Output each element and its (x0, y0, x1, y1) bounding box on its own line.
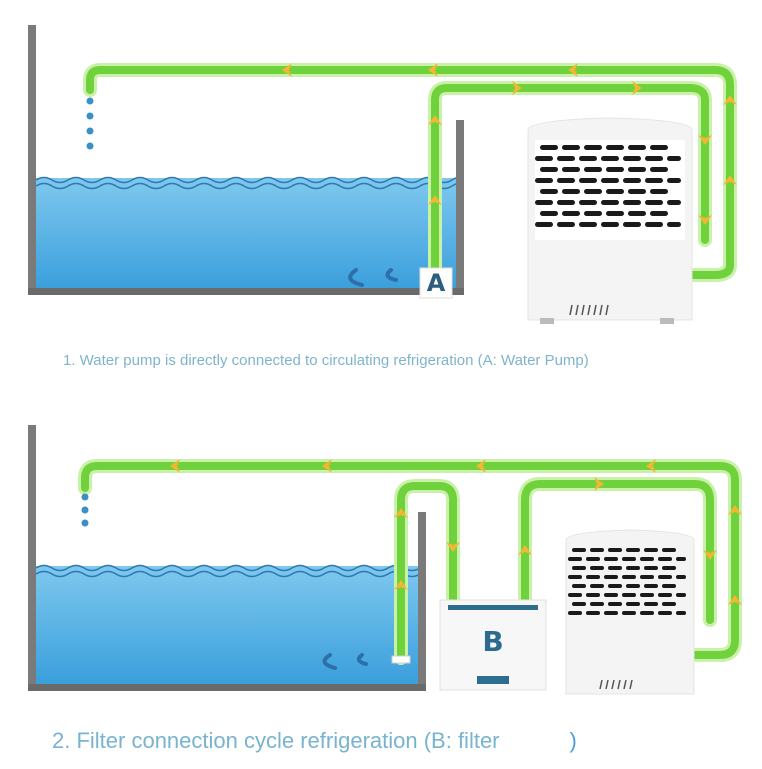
diagram-1: A 1. Water pump is directly connected to… (0, 0, 762, 380)
pump-a-label: A (426, 269, 446, 297)
pump-a-box (419, 267, 453, 299)
chiller-2 (565, 529, 695, 695)
tank-wall-right (456, 120, 464, 295)
tank-bottom (28, 288, 464, 295)
water (36, 566, 422, 684)
diagram-1-illustration (28, 25, 737, 324)
suction-arrows (348, 268, 398, 287)
flow-arrows (282, 63, 737, 225)
water-drops (86, 97, 94, 150)
suction-arrows (322, 653, 368, 670)
flow-arrows (170, 459, 742, 605)
tank-bottom (28, 684, 426, 691)
caption-2: 2. Filter connection cycle refrigeration… (52, 728, 577, 754)
caption-2-close: ) (569, 728, 577, 753)
water-drops (81, 493, 89, 527)
filter-b-label: B (482, 625, 504, 658)
caption-2-text: 2. Filter connection cycle refrigeration… (52, 728, 500, 753)
tank-wall-right (418, 512, 426, 690)
tank-wall-left (28, 425, 36, 690)
chiller-1 (527, 117, 693, 324)
caption-1: 1. Water pump is directly connected to c… (63, 352, 589, 369)
tank-wall-left (28, 25, 36, 295)
